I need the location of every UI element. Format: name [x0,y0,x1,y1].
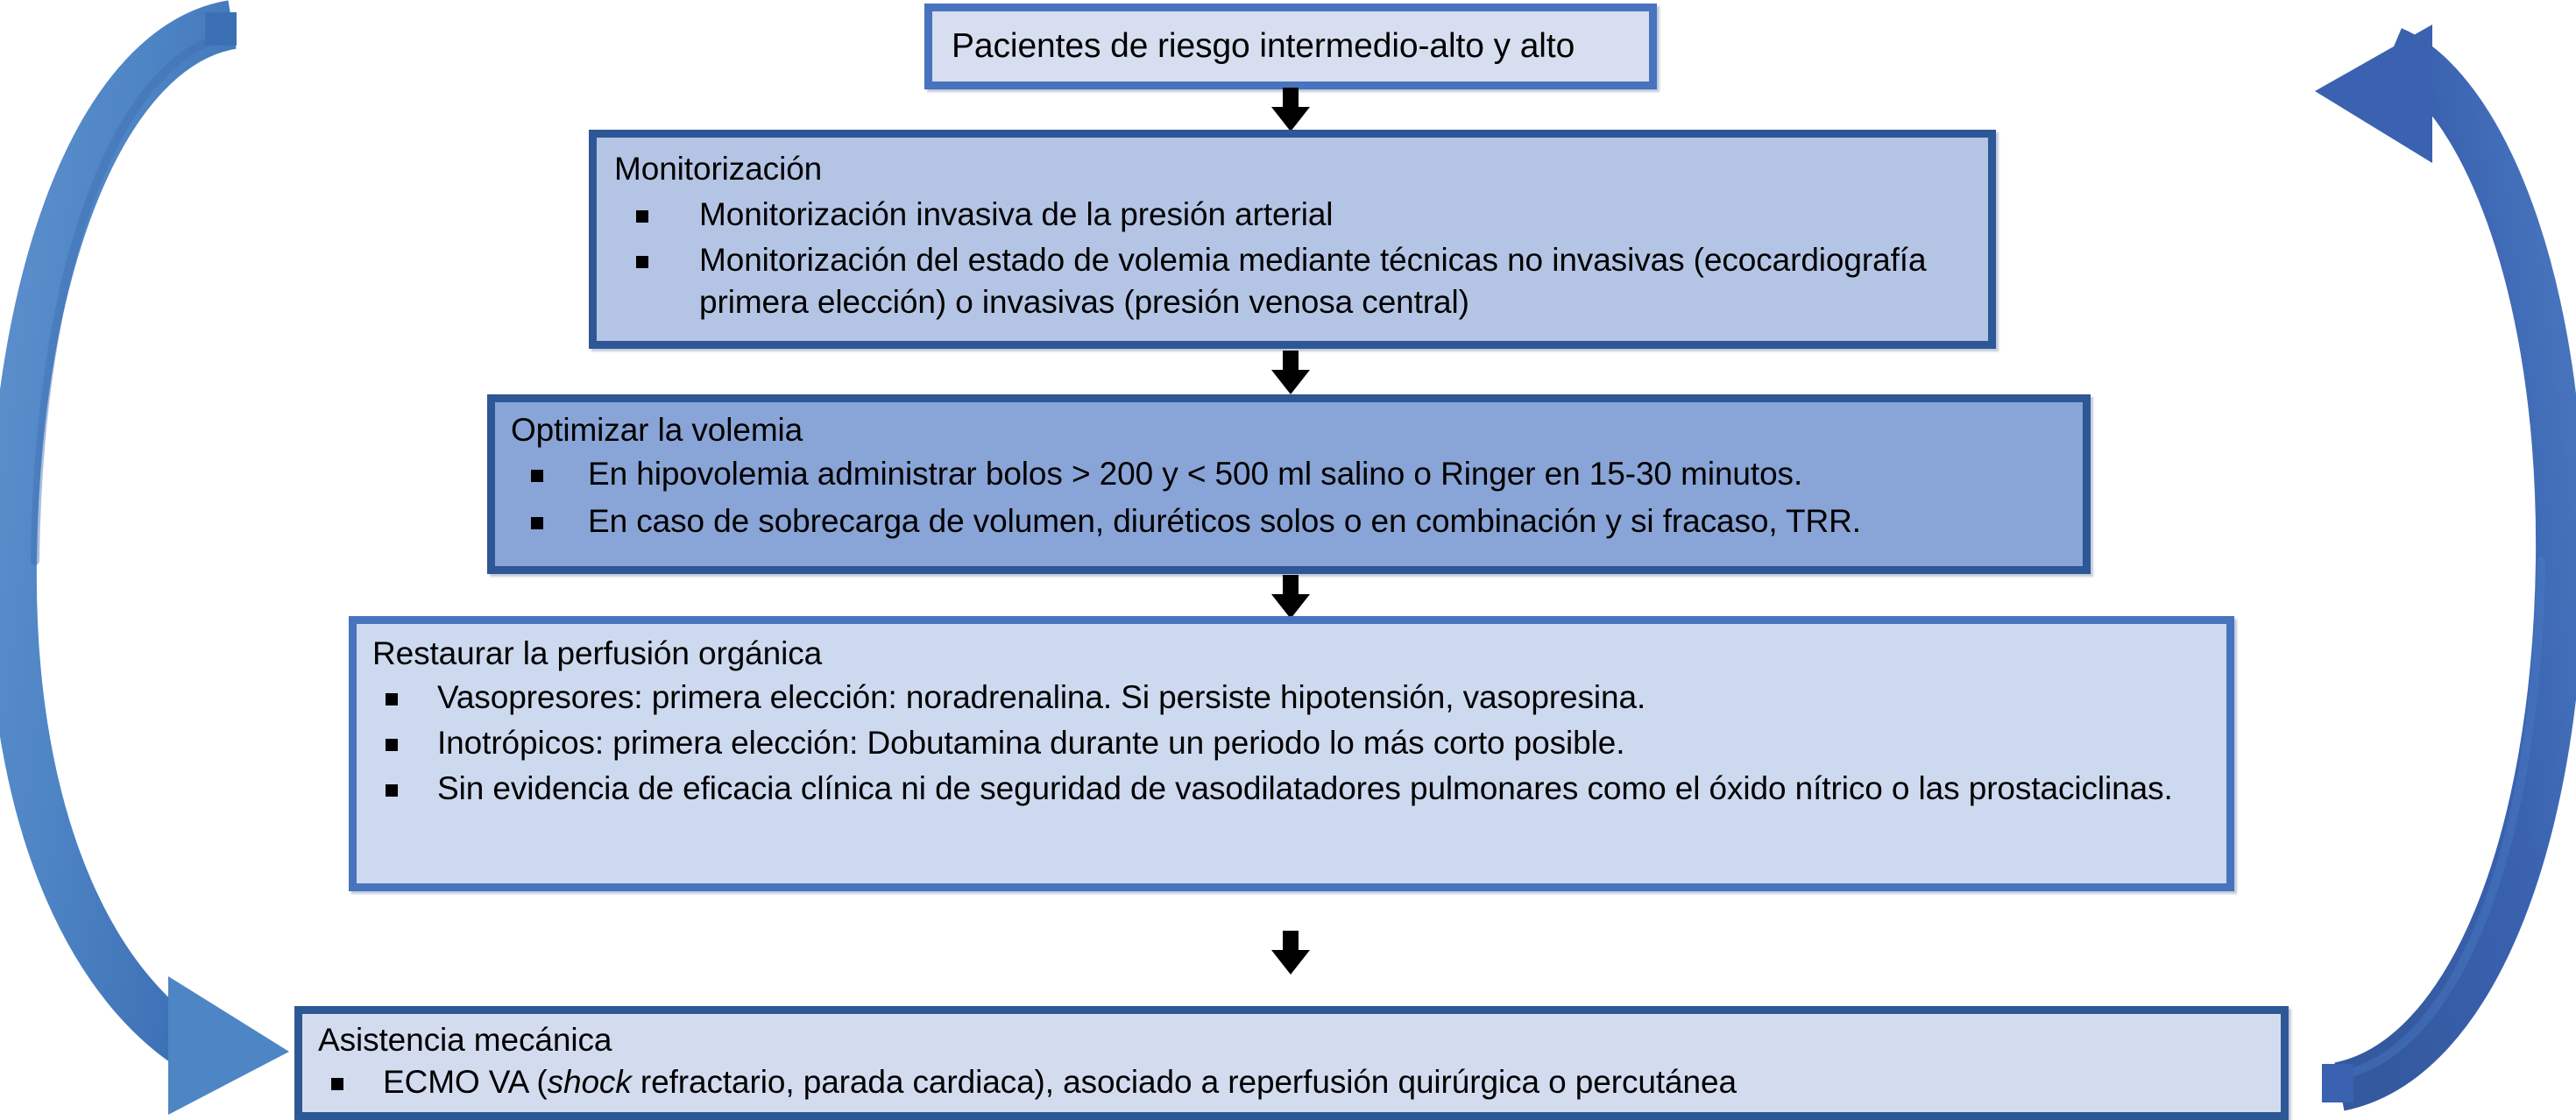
box-monitorizacion[interactable]: Monitorización Monitorización invasiva d… [589,130,1996,349]
arrow-head [1271,107,1310,131]
arrow-head [1271,950,1310,975]
down-arrow-icon [1271,575,1310,619]
square-bullet-icon [386,692,398,705]
box-pacientes-riesgo[interactable]: Pacientes de riesgo intermedio-alto y al… [924,4,1657,89]
square-bullet-icon [531,516,543,529]
box-pacientes-riesgo-inner: Pacientes de riesgo intermedio-alto y al… [932,11,1649,82]
box-asistencia-mecanica-title: Asistencia mecánica [318,1022,612,1058]
box-optimizar-volemia-title: Optimizar la volemia [511,412,803,448]
arrow-stem [1283,351,1299,373]
box-restaurar-perfusion[interactable]: Restaurar la perfusión orgánica Vasopres… [349,616,2234,891]
list-item: Vasopresores: primera elección: noradren… [383,677,2211,719]
curved-arrow-down-left-icon [0,0,315,1115]
list-item: Inotrópicos: primera elección: Dobutamin… [383,722,2211,764]
list-item: Monitorización invasiva de la presión ar… [633,194,1971,236]
square-bullet-icon [636,255,648,268]
list-item-text: En hipovolemia administrar bolos > 200 y… [588,455,1803,492]
square-bullet-icon [331,1077,343,1090]
box-restaurar-perfusion-bullets: Vasopresores: primera elección: noradren… [383,677,2211,813]
list-item: En caso de sobrecarga de volumen, diurét… [528,500,2067,542]
arrow-head [1271,370,1310,394]
box-restaurar-perfusion-inner: Restaurar la perfusión orgánica Vasopres… [357,624,2226,883]
list-item: ECMO VA (shock refractario, parada cardi… [329,1061,2265,1103]
list-item-text: Inotrópicos: primera elección: Dobutamin… [437,724,1625,761]
box-restaurar-perfusion-title: Restaurar la perfusión orgánica [372,635,823,671]
curved-arrow-up-right-icon [2261,0,2576,1115]
box-monitorizacion-title: Monitorización [614,151,823,187]
arrow-stem [1283,931,1299,953]
square-bullet-icon [636,209,648,223]
arrow-head [1271,594,1310,619]
box-asistencia-mecanica-bullets: ECMO VA (shock refractario, parada cardi… [329,1061,2265,1103]
emphasised-term: shock [547,1063,632,1100]
square-bullet-icon [386,784,398,797]
list-item-text: Monitorización del estado de volemia med… [699,241,1927,320]
list-item: Sin evidencia de eficacia clínica ni de … [383,768,2211,810]
box-optimizar-volemia-inner: Optimizar la volemia En hipovolemia admi… [495,402,2083,566]
box-asistencia-mecanica[interactable]: Asistencia mecánica ECMO VA (shock refra… [294,1006,2289,1120]
list-item-text: ECMO VA (shock refractario, parada cardi… [383,1063,1737,1100]
list-item: En hipovolemia administrar bolos > 200 y… [528,453,2067,495]
list-item-text: En caso de sobrecarga de volumen, diurét… [588,502,1861,539]
list-item-text: Sin evidencia de eficacia clínica ni de … [437,769,2173,806]
box-optimizar-volemia-bullets: En hipovolemia administrar bolos > 200 y… [528,453,2067,548]
list-item-text: Monitorización invasiva de la presión ar… [699,195,1334,232]
list-item: Monitorización del estado de volemia med… [633,239,1971,323]
arrow-stem [1283,88,1299,110]
box-monitorizacion-bullets: Monitorización invasiva de la presión ar… [633,194,1971,327]
box-monitorizacion-inner: Monitorización Monitorización invasiva d… [597,138,1988,341]
box-optimizar-volemia[interactable]: Optimizar la volemia En hipovolemia admi… [487,394,2091,574]
box-pacientes-riesgo-title: Pacientes de riesgo intermedio-alto y al… [952,26,1575,65]
arrow-stem [1283,575,1299,598]
down-arrow-icon [1271,931,1310,975]
list-item-text: Vasopresores: primera elección: noradren… [437,678,1646,715]
square-bullet-icon [386,738,398,751]
down-arrow-icon [1271,88,1310,131]
square-bullet-icon [531,469,543,482]
down-arrow-icon [1271,351,1310,394]
box-asistencia-mecanica-inner: Asistencia mecánica ECMO VA (shock refra… [302,1014,2281,1112]
